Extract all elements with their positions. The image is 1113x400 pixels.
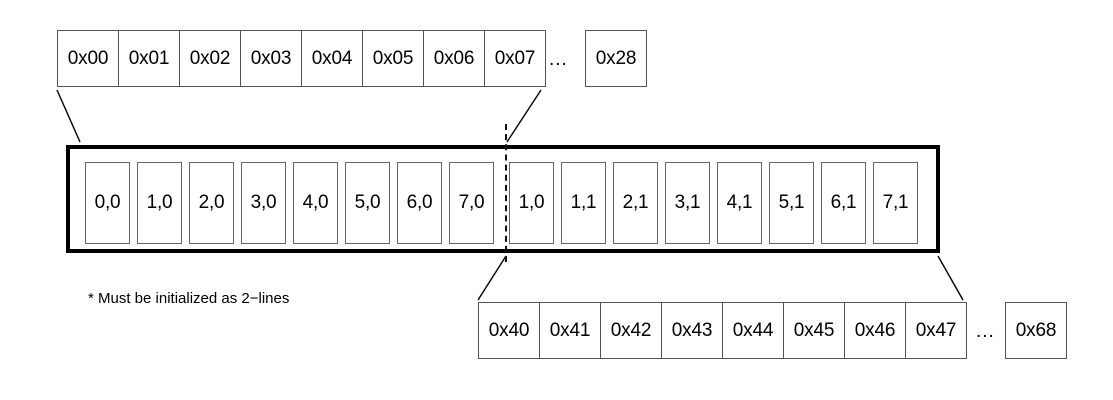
address-cell: 0x47 (905, 302, 967, 359)
footnote-text: * Must be initialized as 2−lines (88, 290, 290, 307)
word-box: 0,0 (85, 162, 130, 244)
word-box: 3,1 (665, 162, 710, 244)
memory-buffer: 0,0 1,0 2,0 3,0 4,0 5,0 6,0 7,0 1,0 1,1 … (66, 145, 940, 253)
address-cell: 0x40 (478, 302, 540, 359)
address-cell: 0x06 (423, 30, 485, 87)
address-cell: 0x05 (362, 30, 424, 87)
word-box: 5,1 (769, 162, 814, 244)
word-box: 2,0 (189, 162, 234, 244)
address-cell: 0x45 (783, 302, 845, 359)
word-box: 1,1 (561, 162, 606, 244)
address-cell: 0x41 (539, 302, 601, 359)
leader-line-left-top (56, 89, 81, 143)
word-box: 1,0 (137, 162, 182, 244)
word-box: 7,1 (873, 162, 918, 244)
word-box: 7,0 (449, 162, 494, 244)
address-cell-last: 0x68 (1005, 302, 1067, 359)
leader-line-right-bottom (937, 255, 964, 301)
leader-line-left-bottom (477, 255, 507, 301)
word-box: 2,1 (613, 162, 658, 244)
address-cell: 0x00 (57, 30, 119, 87)
line-boundary-divider (505, 124, 507, 262)
leader-line-right-top (506, 89, 542, 143)
address-cell: 0x07 (484, 30, 546, 87)
word-box: 6,1 (821, 162, 866, 244)
word-box: 4,0 (293, 162, 338, 244)
bottom-row-ellipsis: ... (976, 321, 995, 342)
address-cell: 0x46 (844, 302, 906, 359)
address-cell: 0x42 (600, 302, 662, 359)
address-cell: 0x04 (301, 30, 363, 87)
line0-address-row: 0x00 0x01 0x02 0x03 0x04 0x05 0x06 0x07 (57, 30, 546, 87)
line1-address-row: 0x40 0x41 0x42 0x43 0x44 0x45 0x46 0x47 (478, 302, 967, 359)
address-cell: 0x44 (722, 302, 784, 359)
word-box: 3,0 (241, 162, 286, 244)
address-cell: 0x02 (179, 30, 241, 87)
word-box: 1,0 (509, 162, 554, 244)
word-box: 6,0 (397, 162, 442, 244)
top-row-ellipsis: ... (549, 49, 568, 70)
address-cell: 0x43 (661, 302, 723, 359)
word-box: 5,0 (345, 162, 390, 244)
word-box: 4,1 (717, 162, 762, 244)
address-cell: 0x01 (118, 30, 180, 87)
address-cell-last: 0x28 (585, 30, 647, 87)
